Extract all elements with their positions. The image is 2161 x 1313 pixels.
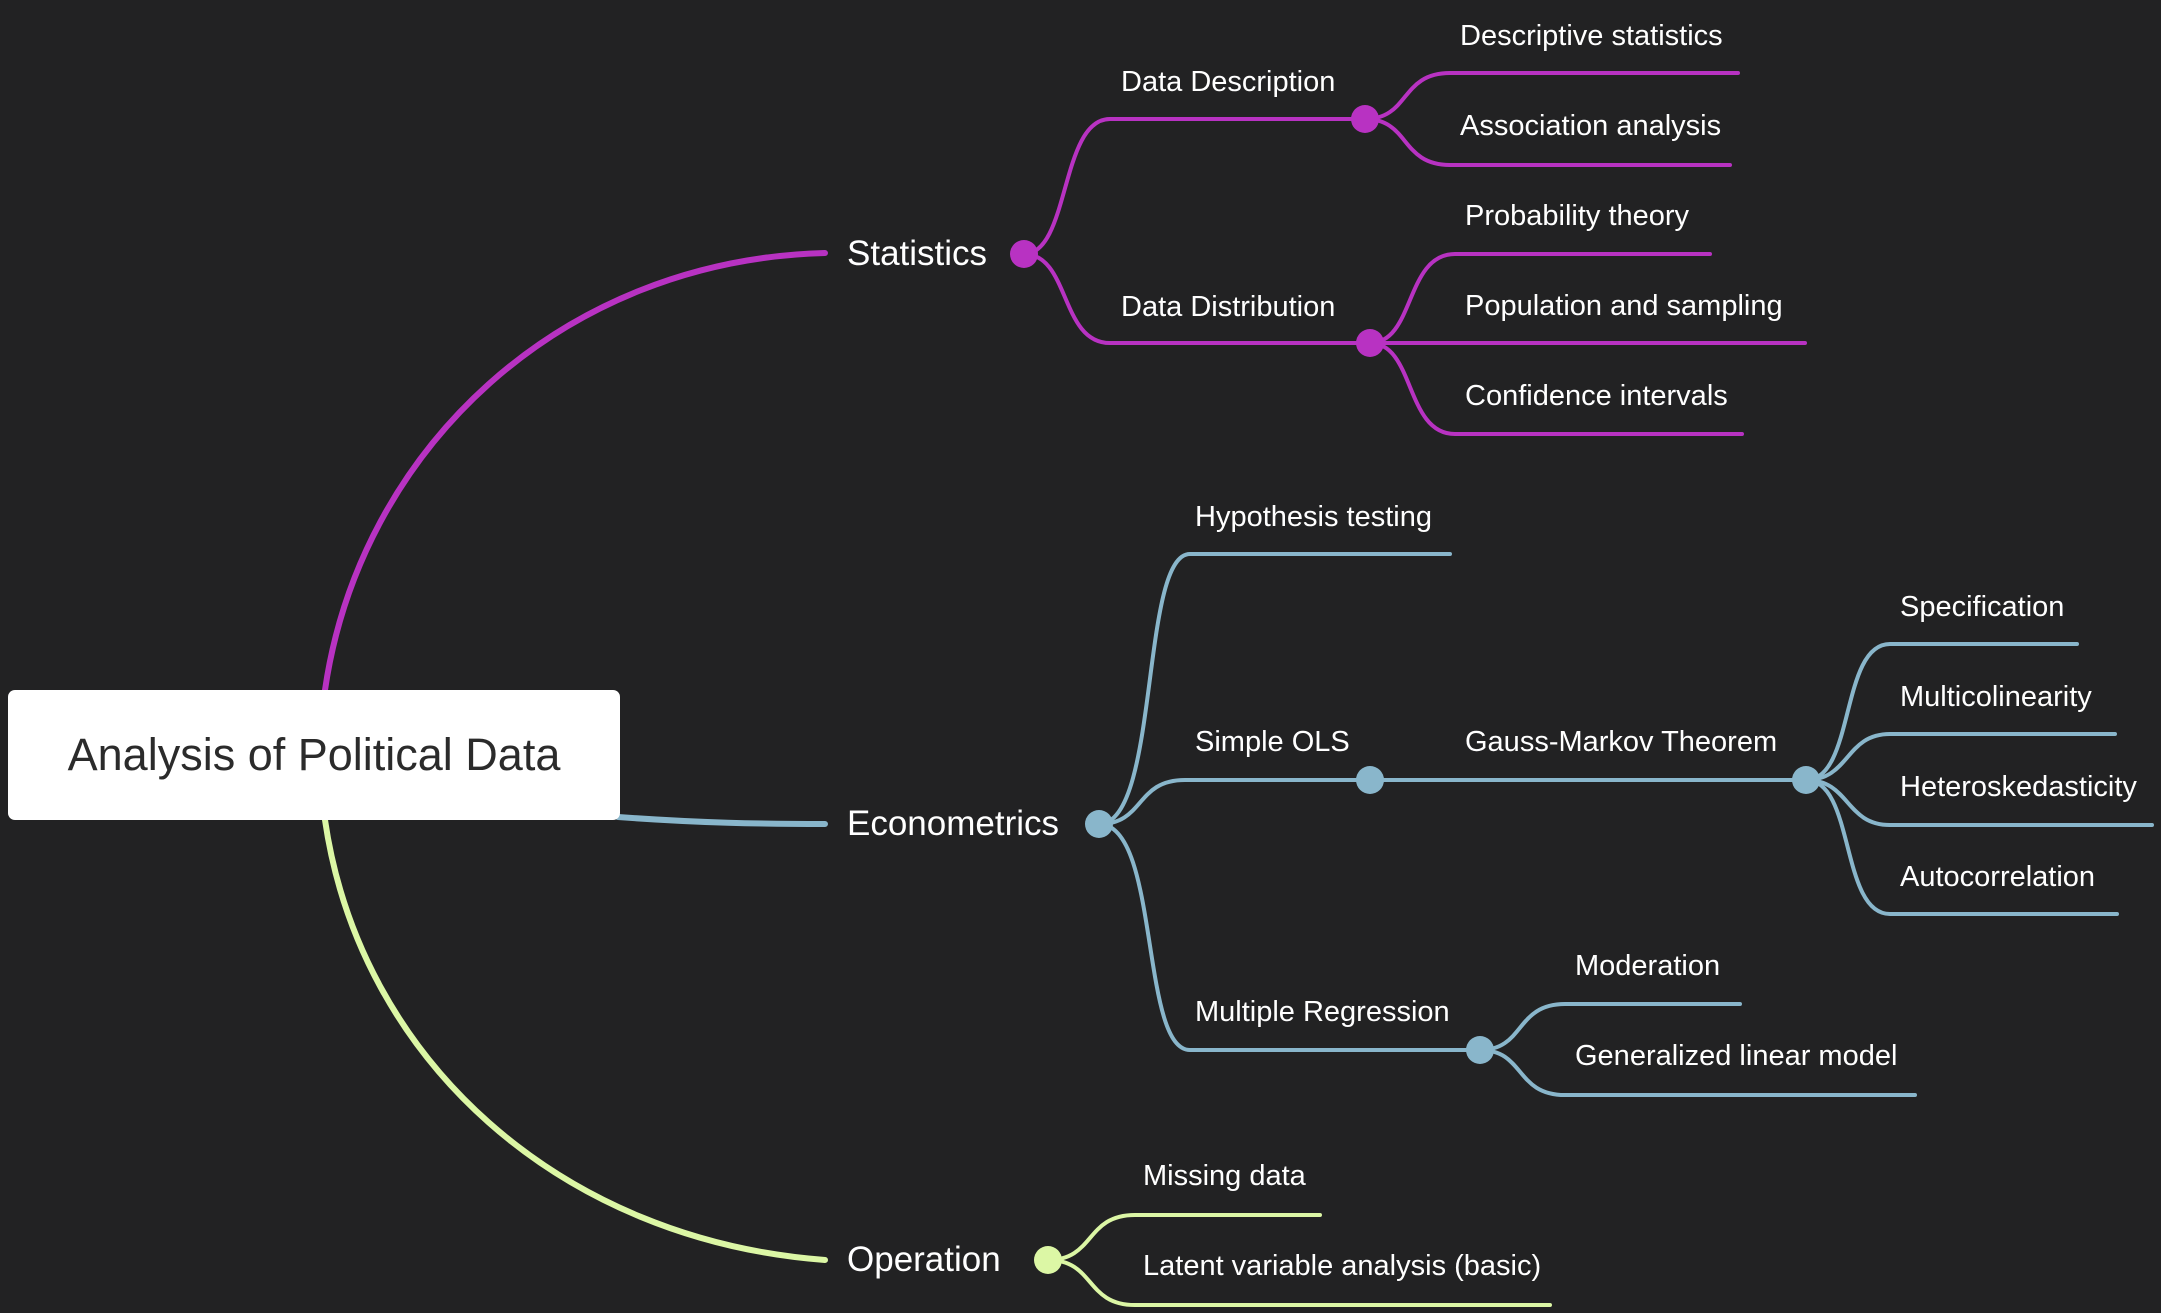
wire-descriptive-statistics [1363,71,1740,121]
wire-root-operation [322,817,828,1263]
wire-latent-variable-analysis [1046,1258,1552,1307]
junction-gauss-markov-theorem[interactable] [1792,766,1820,794]
wire-statistics-data-description [1022,117,1367,256]
node-data-description[interactable]: Data Description [1121,66,1336,98]
node-data-distribution[interactable]: Data Distribution [1121,291,1336,323]
node-probability-theory[interactable]: Probability theory [1465,200,1690,232]
wire-heteroskedasticity [1804,778,2154,827]
junction-econometrics[interactable] [1085,810,1113,838]
junction-statistics[interactable] [1010,240,1038,268]
branch-statistics[interactable]: Statistics [847,234,988,273]
wire-moderation [1478,1002,1742,1052]
node-confidence-intervals[interactable]: Confidence intervals [1465,380,1728,412]
node-multicolinearity[interactable]: Multicolinearity [1900,681,2092,713]
node-missing-data[interactable]: Missing data [1143,1160,1306,1192]
junction-simple-ols[interactable] [1356,766,1384,794]
junction-data-description[interactable] [1351,105,1379,133]
branch-econometrics[interactable]: Econometrics [847,804,1060,843]
wire-specification [1804,642,2079,782]
node-simple-ols[interactable]: Simple OLS [1195,726,1350,758]
junction-data-distribution[interactable] [1356,329,1384,357]
wire-root-statistics [322,250,828,693]
wire-association-analysis [1363,117,1732,167]
node-specification[interactable]: Specification [1900,591,2065,623]
node-multiple-regression[interactable]: Multiple Regression [1195,996,1450,1028]
node-generalized-linear-model[interactable]: Generalized linear model [1575,1040,1898,1072]
wire-missing-data [1046,1213,1322,1262]
node-hypothesis-testing[interactable]: Hypothesis testing [1195,501,1432,533]
branch-operation[interactable]: Operation [847,1240,1001,1279]
junction-multiple-regression[interactable] [1466,1036,1494,1064]
root-node[interactable]: Analysis of Political Data [8,690,620,820]
wire-multiple-regression [1097,822,1482,1052]
junction-operation[interactable] [1034,1246,1062,1274]
node-gauss-markov-theorem[interactable]: Gauss-Markov Theorem [1465,726,1778,758]
wire-multicolinearity [1804,732,2117,782]
node-population-and-sampling[interactable]: Population and sampling [1465,290,1783,322]
wire-autocorrelation [1804,778,2119,916]
node-moderation[interactable]: Moderation [1575,950,1721,982]
root-label: Analysis of Political Data [67,729,561,780]
node-latent-variable-analysis[interactable]: Latent variable analysis (basic) [1143,1250,1542,1282]
wire-root-econometrics [615,814,828,827]
node-autocorrelation[interactable]: Autocorrelation [1900,861,2096,893]
wire-statistics-data-distribution [1022,252,1372,345]
wire-generalized-linear-model [1478,1048,1917,1097]
wire-probability-theory [1368,252,1712,345]
wire-simple-ols [1097,778,1372,826]
wire-confidence-intervals [1368,341,1744,436]
node-heteroskedasticity[interactable]: Heteroskedasticity [1900,771,2137,803]
node-association-analysis[interactable]: Association analysis [1460,110,1722,142]
wire-hypothesis-testing [1097,552,1452,826]
node-descriptive-statistics[interactable]: Descriptive statistics [1460,20,1723,52]
